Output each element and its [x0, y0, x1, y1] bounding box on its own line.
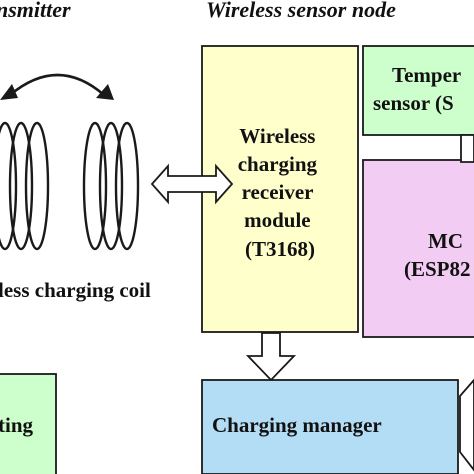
- coil-label: less charging coil: [0, 278, 151, 302]
- sensor-node-title: Wireless sensor node: [206, 0, 396, 22]
- charging-manager-block: [201, 379, 459, 474]
- mcu-label: MC (ESP82: [404, 229, 471, 281]
- wireless-charging-coil: [0, 121, 140, 251]
- receiver-manager-arrow: [245, 332, 297, 382]
- left-partial-label: ting: [0, 413, 34, 437]
- coupling-arrow: [0, 73, 114, 100]
- coil-receiver-arrow: [150, 163, 234, 205]
- transmitter-title: nsmitter: [0, 0, 71, 22]
- charging-manager-label: Charging manager: [212, 413, 382, 437]
- mcu-block: [362, 159, 474, 338]
- temperature-sensor-block: [362, 45, 474, 136]
- manager-output-arrow: [459, 378, 474, 472]
- receiver-module-label: Wireless charging receiver module (T3168…: [238, 124, 323, 261]
- left-partial-block: [0, 373, 57, 474]
- temperature-sensor-label: Temper sensor (S: [373, 63, 466, 115]
- sensor-mcu-arrow: [460, 134, 474, 163]
